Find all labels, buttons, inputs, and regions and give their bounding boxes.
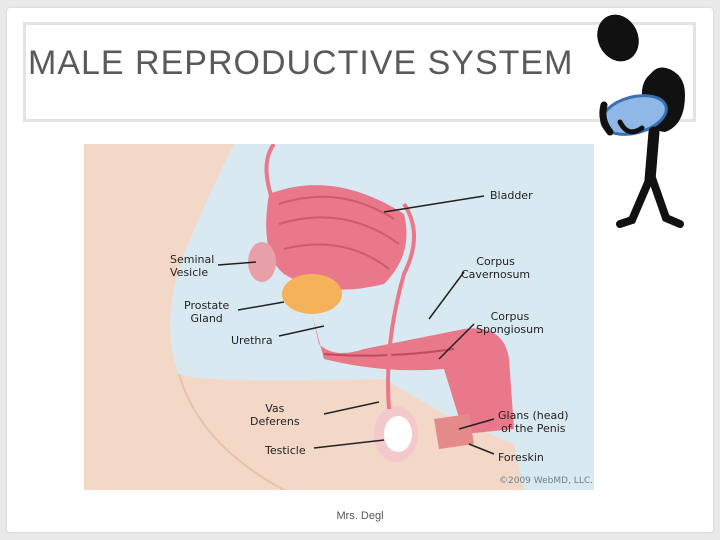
label-testicle: Testicle [265,444,306,457]
stick-figure-icon [597,14,685,228]
label-seminal-vesicle: Seminal Vesicle [170,253,215,279]
copyright-text: ©2009 WebMD, LLC. [499,476,593,486]
footer-text: Mrs. Degl [336,510,384,522]
label-bladder: Bladder [490,189,533,202]
label-vas-deferens: Vas Deferens [250,402,300,428]
label-urethra: Urethra [231,334,273,347]
anatomy-illustration [84,144,594,490]
label-corpus-cavernosum: Corpus Cavernosum [461,255,531,281]
label-foreskin: Foreskin [498,451,544,464]
title-box [23,22,696,122]
slide-title: MALE REPRODUCTIVE SYSTEM [28,44,574,82]
anatomy-diagram: Bladder Seminal Vesicle Prostate Gland U… [84,144,594,490]
label-glans: Glans (head) of the Penis [498,409,569,435]
label-corpus-spongiosum: Corpus Spongiosum [476,310,544,336]
label-prostate-gland: Prostate Gland [184,299,230,325]
